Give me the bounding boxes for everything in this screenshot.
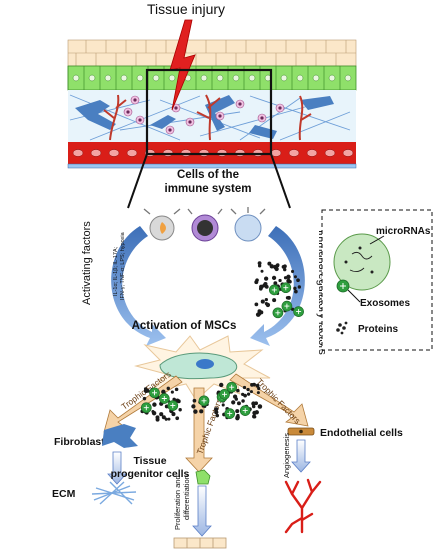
exosome-icon (167, 400, 179, 411)
activating-list-line1: IL-1α; IL-1β; IL-17A; (113, 246, 119, 296)
endothelial-nucleus (299, 429, 303, 434)
fibroblast-icon (102, 424, 138, 448)
exosome-pointer (347, 289, 361, 303)
exosome-green-icon (336, 279, 350, 293)
exosome-icon (268, 284, 280, 296)
legend-box: microRNAs Exosomes Proteins (321, 209, 433, 351)
fibroblast-arrow (107, 451, 127, 485)
progenitor-cell-icon (195, 469, 211, 485)
zoom-line-right (270, 153, 291, 209)
immunoregulatory-arrow (250, 226, 305, 346)
protein-legend-icon (336, 321, 348, 335)
proliferation-line2: differentiation (182, 475, 191, 520)
exosome-icon (140, 402, 152, 414)
exosome-icon (293, 306, 304, 317)
activating-arrow (111, 226, 166, 346)
secreted-factors-lower (140, 381, 263, 422)
tissue-capillaries (103, 94, 312, 141)
exosome-icon (224, 408, 236, 419)
tissue-progenitor-line2: progenitor cells (111, 468, 190, 480)
angiogenesis-arrow (291, 439, 311, 473)
activating-list-line2: IFN-γ; TNF-α; LPS; hypoxia (120, 231, 126, 300)
legend-micrornas: microRNAs (376, 226, 431, 237)
ecm-fibers-icon (91, 481, 137, 505)
title: Tissue injury (147, 1, 225, 17)
dendritic-cell-icon (230, 207, 266, 242)
angiogenesis-label: Angiogenesis (282, 433, 291, 478)
trophic-label-right: Trophic Factors (255, 376, 303, 425)
immune-infiltrate (123, 95, 285, 135)
trophic-arrow-right (229, 373, 309, 427)
msc-nucleus (196, 359, 214, 369)
lymphocyte-icon (187, 208, 223, 242)
activating-factors-label: Activating factors (81, 221, 93, 305)
legend-exosomes: Exosomes (360, 298, 410, 309)
tissue-progenitor-line1: Tissue (133, 455, 166, 467)
zoom-box (145, 68, 273, 156)
fibroblast-label: Fibroblast (54, 436, 105, 448)
exosome-icon (149, 387, 160, 399)
zoom-line-left (127, 153, 148, 209)
tissue-section (50, 5, 357, 209)
exosome-icon (158, 393, 170, 404)
exosome-icon (226, 381, 238, 393)
ecm-label: ECM (52, 488, 76, 500)
exosome-icon (281, 300, 293, 312)
exosome-icon (280, 282, 292, 294)
endothelial-label: Endothelial cells (320, 427, 403, 439)
activation-label: Activation of MSCs (132, 320, 237, 332)
exosome-legend-icon (333, 233, 391, 291)
immune-heading-line2: immune system (165, 183, 252, 195)
blood-vessel-branch-icon (284, 478, 322, 534)
immune-heading-line1: Cells of the (177, 169, 239, 181)
exosome-icon (239, 405, 251, 416)
epithelium-layer (67, 39, 357, 91)
legend-proteins: Proteins (358, 324, 398, 335)
macrophage-icon (143, 208, 181, 241)
microrna-pointer (369, 235, 385, 245)
secreted-factors-cluster (254, 261, 304, 319)
exosome-icon (272, 307, 284, 319)
differentiated-tissue-icon (173, 537, 227, 549)
progenitor-arrow (192, 485, 212, 537)
immune-cells (143, 207, 266, 242)
exosome-icon (219, 388, 230, 400)
exosome-icon (198, 395, 210, 407)
proliferation-line1: Proliferation and (173, 475, 182, 530)
